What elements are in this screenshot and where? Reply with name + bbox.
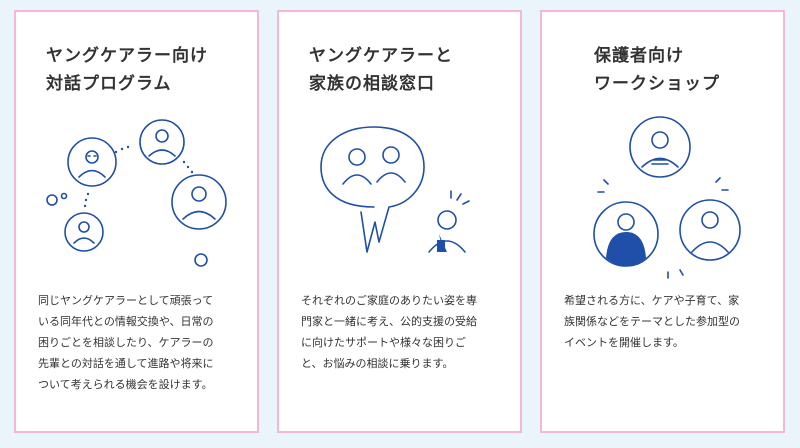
card-title-line: ヤングケアラー向け <box>46 46 208 66</box>
desc-line: いる同年代との情報交換や、日常の <box>38 315 214 328</box>
desc-line: ついて考えられる機会を設けます。 <box>38 378 213 391</box>
service-card-youth-program: ヤングケアラー向け 対話プログラム <box>14 10 259 433</box>
card-title-line: 家族の相談窓口 <box>309 74 435 94</box>
card-title: 保護者向け ワークショップ <box>594 42 720 98</box>
parent-workshop-illustration <box>593 116 741 279</box>
card-description: 希望される方に、ケアや子育て、家 族関係などをテーマとした参加型の イベントを開… <box>564 290 769 353</box>
desc-line: 門家と一緒に考え、公的支援の受給 <box>301 315 477 328</box>
desc-line: 困りごとを相談したり、ケアラーの <box>38 336 214 349</box>
card-description: 同じヤングケアラーとして頑張って いる同年代との情報交換や、日常の 困りごとを相… <box>38 290 243 395</box>
peer-dialogue-illustration <box>46 119 227 267</box>
service-card-parent-workshop: 保護者向け ワークショップ 希望される方に、ケアや子育て、家 族関係などをテーマ… <box>540 10 785 433</box>
card-title-line: ヤングケアラーと <box>309 46 453 66</box>
service-card-family-consultation: ヤングケアラーと 家族の相談窓口 それぞれのご家庭のありたい姿を専 門家と一緒に… <box>277 10 522 433</box>
desc-line: に向けたサポートや様々な困りご <box>301 336 466 349</box>
desc-line: と、お悩みの相談に乗ります。 <box>301 357 454 370</box>
desc-line: それぞれのご家庭のありたい姿を専 <box>301 294 477 307</box>
card-title: ヤングケアラー向け 対話プログラム <box>46 42 208 98</box>
card-title-line: 対話プログラム <box>46 74 172 94</box>
card-title: ヤングケアラーと 家族の相談窓口 <box>309 42 453 98</box>
desc-line: 同じヤングケアラーとして頑張って <box>38 294 214 307</box>
family-consultation-illustration <box>320 126 470 253</box>
card-description: それぞれのご家庭のありたい姿を専 門家と一緒に考え、公的支援の受給 に向けたサポ… <box>301 290 506 374</box>
desc-line: 族関係などをテーマとした参加型の <box>564 315 740 328</box>
desc-line: イベントを開催します。 <box>564 336 684 349</box>
desc-line: 先輩との対話を通して進路や将来に <box>38 357 214 370</box>
card-title-line: 保護者向け <box>594 46 684 66</box>
desc-line: 希望される方に、ケアや子育て、家 <box>564 294 740 307</box>
card-title-line: ワークショップ <box>594 74 720 94</box>
